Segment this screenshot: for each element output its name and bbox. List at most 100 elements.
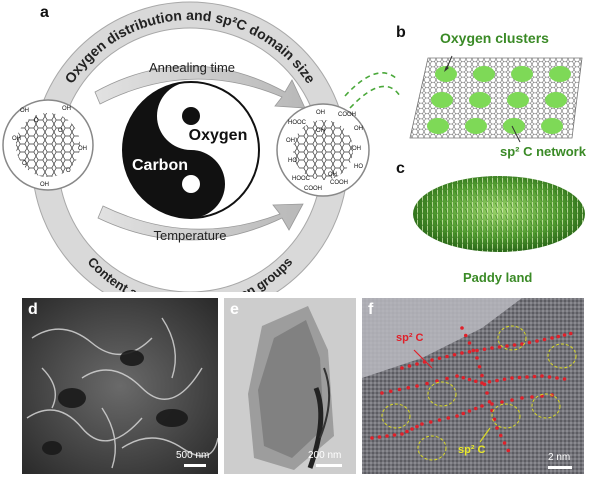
left-structure: OH OH OH OH OH O O O O	[2, 99, 94, 191]
panel-f-hrtem-image: f sp² C sp² C 2 nm	[362, 298, 584, 474]
sp2-red-dot	[445, 354, 449, 359]
oxygen-clusters-label: Oxygen clusters	[440, 30, 549, 46]
yellow-circle	[547, 343, 577, 369]
svg-text:OH: OH	[12, 136, 21, 142]
sp2-red-dot	[467, 409, 472, 413]
sp2-red-dot	[463, 333, 468, 338]
sp2-red-dot	[420, 422, 424, 426]
sp2-red-dot	[535, 339, 539, 343]
sp2-red-dot	[562, 333, 567, 337]
panel-label-a: a	[40, 4, 49, 21]
oxygen-cluster	[511, 66, 533, 82]
sp2-red-dot	[475, 348, 479, 353]
paddy-field-image	[413, 176, 585, 252]
sp2-red-dot	[435, 379, 439, 383]
sp2-red-dot	[473, 406, 478, 411]
sp2-red-dot	[455, 414, 459, 418]
sp2-red-dot	[473, 379, 478, 384]
sp2-label-top: sp² C	[396, 332, 424, 344]
scale-bar-e	[316, 464, 342, 467]
arrow-bottom-label: Temperature	[154, 228, 227, 243]
svg-text:O: O	[22, 161, 27, 167]
sp2-red-dot	[446, 416, 451, 420]
panel-a-diagram: Oxygen distribution and sp²C domain size…	[2, 1, 400, 292]
oxygen-cluster	[469, 92, 491, 108]
svg-text:OH: OH	[354, 126, 363, 132]
sp2-red-dot	[397, 387, 402, 392]
svg-text:OH: OH	[62, 106, 71, 112]
sp2-red-dot	[480, 373, 484, 378]
oxygen-cluster	[507, 92, 529, 108]
yellow-circle	[427, 381, 457, 407]
sp2-red-dot	[527, 340, 532, 345]
sp2-red-dot	[452, 352, 457, 357]
panel-label-b: b	[396, 24, 406, 41]
sp2-red-dot	[377, 435, 382, 439]
sp2-red-dot	[487, 379, 492, 384]
yin-yang-oxygen-label: Oxygen	[189, 127, 248, 144]
sp2-red-dot	[477, 364, 482, 369]
sp2-pointer-bottom	[479, 427, 491, 443]
oxygen-cluster	[541, 118, 563, 134]
svg-text:OH: OH	[20, 108, 29, 114]
panel-label-d: d	[28, 301, 38, 318]
oxygen-cluster	[473, 66, 495, 82]
svg-text:OH: OH	[316, 110, 325, 116]
svg-text:COOH: COOH	[330, 180, 348, 186]
sp2-red-dot	[407, 364, 412, 368]
sp2-red-dot	[542, 337, 547, 342]
panel-b-sheet	[409, 55, 583, 143]
sp2-red-dot	[445, 376, 449, 381]
svg-text:O: O	[34, 118, 39, 124]
yellow-circle	[417, 435, 447, 461]
sp2-red-dot	[410, 427, 414, 431]
yin-yang-carbon-label: Carbon	[132, 157, 188, 174]
oxygen-cluster	[465, 118, 487, 134]
sp2-red-dot	[460, 326, 464, 330]
sp2-red-dot	[392, 433, 397, 437]
panel-label-e: e	[230, 301, 239, 318]
sp2-red-dot	[500, 400, 504, 404]
sp2-red-dot	[497, 345, 502, 349]
sp2-red-dot	[502, 377, 507, 382]
oxygen-cluster	[549, 66, 571, 82]
dashed-connector-2	[349, 85, 400, 109]
sp2-red-dot	[380, 391, 384, 395]
sp2-red-dot	[467, 349, 472, 354]
sp2-red-dot	[467, 377, 472, 382]
arrow-temperature	[97, 203, 304, 241]
sp2-red-dot	[517, 375, 522, 380]
dashed-connector-1	[344, 72, 399, 97]
sp2-red-dot	[475, 356, 479, 360]
panel-e-tem-image: e 200 nm	[224, 298, 356, 474]
svg-text:OH: OH	[352, 146, 361, 152]
yellow-circle	[381, 403, 411, 429]
sp2-red-dot	[388, 389, 393, 394]
sp2-red-dot	[437, 418, 442, 422]
sp2-red-dot	[495, 378, 499, 383]
scale-bar-d	[184, 464, 206, 467]
oxygen-cluster	[427, 118, 449, 134]
oxygen-cluster-group	[427, 66, 571, 134]
sp2-red-dot	[512, 343, 517, 347]
sp2-red-dot	[547, 375, 552, 379]
sp2-red-dot	[490, 346, 494, 350]
paddy-land-caption: Paddy land	[463, 270, 533, 285]
svg-text:HOOC: HOOC	[288, 120, 307, 126]
sp2-red-dot	[540, 374, 544, 378]
sp2-red-dot	[490, 402, 494, 406]
panel-label-f: f	[368, 301, 374, 318]
svg-text:O: O	[66, 168, 71, 174]
sp2-network-label: sp² C network	[500, 144, 586, 159]
svg-text:COOH: COOH	[304, 186, 322, 192]
panel-label-c: c	[396, 160, 405, 177]
scale-bar-f	[548, 466, 572, 469]
sp2-red-dot	[471, 348, 476, 353]
sp2-red-dot	[467, 341, 472, 345]
svg-text:OH: OH	[328, 172, 337, 178]
sp2-red-dot	[437, 356, 442, 361]
sp2-red-dot	[460, 351, 464, 355]
sp2-red-dot	[428, 420, 433, 424]
right-structure: HOOC COOH OH OH OH OH HO HO HOOC COOH CO…	[276, 103, 370, 197]
sp2-red-dot	[502, 441, 507, 445]
